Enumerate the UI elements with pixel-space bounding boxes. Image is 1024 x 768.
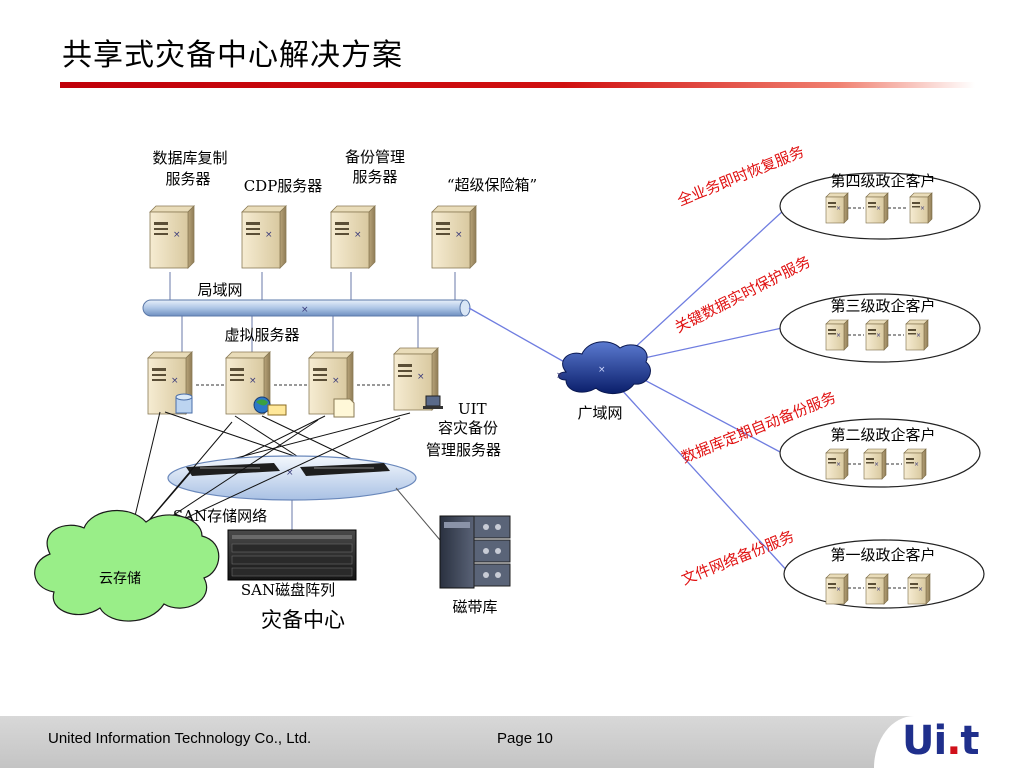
logo-text-end: t [960,718,979,764]
client-tier-3: 第三级政企客户 [779,293,981,363]
uit-logo: Ui.t [902,718,980,764]
san-disk-array: SAN磁盘阵列 [227,529,357,599]
database-icon [175,393,193,414]
footer-company: United Information Technology Co., Ltd. [48,730,312,747]
svg-text:管理服务器: 管理服务器 [426,441,501,459]
client-label: 第二级政企客户 [830,426,935,444]
server-backup-management: 备份管理 服务器 [330,148,405,269]
footer-band [0,716,1024,768]
svg-text:UIT: UIT [458,400,487,418]
wan: × × 广域网 [468,209,791,575]
san-switch [186,463,280,476]
svg-text:×: × [598,365,606,375]
disk-array-label: SAN磁盘阵列 [241,581,335,599]
client-tier-1: 第一级政企客户 [783,539,985,609]
client-tier-2: 第二级政企客户 [779,418,981,488]
service-label: 文件网络备份服务 [679,527,797,589]
wan-label: 广域网 [577,404,622,422]
document-icon [333,398,355,418]
footer-page-number: Page 10 [497,730,553,747]
uit-management-server-label: UIT 容灾备份 管理服务器 [426,400,501,459]
slide-title: 共享式灾备中心解决方案 [62,38,403,73]
server-label: 服务器 [352,168,397,186]
logo-text: Ui [902,718,947,764]
client-tier-4: 第四级政企客户 [779,172,981,240]
server-label: “超级保险箱” [447,176,537,194]
logo-dot: . [946,718,961,764]
server-label: 数据库复制 [152,149,227,167]
footer: United Information Technology Co., Ltd. … [0,716,1024,768]
globe-icon [253,396,287,416]
cloud-storage-label: 云存储 [99,571,141,587]
title-underline [60,82,975,88]
svg-text:×: × [556,371,564,381]
dr-center-label: 灾备中心 [261,608,345,632]
san-storage-network: × SAN存储网络 [167,455,441,541]
client-label: 第四级政企客户 [830,172,935,190]
virtual-server-label: 虚拟服务器 [224,326,299,344]
server-database-replication: 数据库复制 服务器 [149,149,228,269]
san-network-label: SAN存储网络 [173,507,267,525]
lan-label: 局域网 [197,281,242,299]
laptop-icon [423,395,443,409]
lan-links [169,272,456,352]
server-label: 备份管理 [345,148,405,166]
dr-architecture-diagram: × × 数据库复制 服务器 CDP服务器 备份管理 服务器 “超级保险箱” [34,142,985,632]
san-switch [300,463,390,476]
lan-bus: × 局域网 [142,281,471,317]
server-cdp: CDP服务器 [241,177,323,269]
footer-logo-area [874,716,1024,768]
client-label: 第一级政企客户 [830,546,935,564]
client-label: 第三级政企客户 [830,297,935,315]
virtual-servers [147,347,443,418]
tape-library-label: 磁带库 [452,598,497,616]
svg-text:容灾备份: 容灾备份 [438,419,498,437]
server-label: 服务器 [165,170,210,188]
server-super-vault: “超级保险箱” [431,176,537,269]
cloud-storage: 云存储 [34,411,401,622]
tape-library: 磁带库 [439,515,511,616]
server-label: CDP服务器 [244,177,323,195]
svg-text:×: × [301,305,309,315]
san-links [164,411,411,471]
svg-text:×: × [286,468,294,478]
